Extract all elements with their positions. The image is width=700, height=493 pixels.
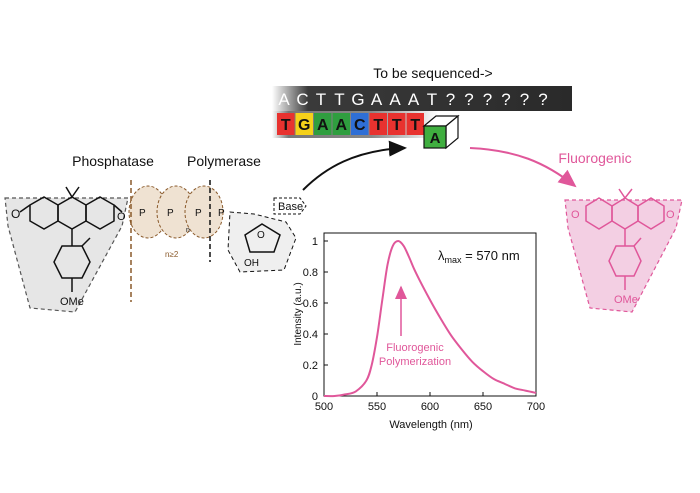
deoxyribose-sugar: O OH Base (227, 197, 307, 273)
phosphatase-label: Phosphatase (72, 153, 154, 169)
y-axis-label: Intensity (a.u.) (293, 282, 304, 345)
y-tick-label: 0.8 (303, 267, 318, 279)
synthesized-base-box (406, 113, 424, 135)
incoming-base-cube: A (422, 114, 460, 150)
y-axis-ticks: 0 0.2 0.4 0.6 0.8 1 (303, 236, 328, 403)
template-letter: A (371, 90, 383, 109)
p-atom-4: P (218, 208, 225, 219)
xanthene-core (19, 186, 123, 292)
annotation-line-2: Polymerization (379, 356, 451, 368)
incoming-base-face (423, 125, 447, 149)
incoming-base-letter: A (430, 130, 441, 147)
ome-right-label: OMe (614, 294, 638, 306)
dye-substrate-molecule: O O OMe (4, 186, 129, 313)
n-subscript: n (186, 227, 190, 234)
y-tick-label: 0.4 (303, 329, 318, 341)
emission-spectrum-chart: 500 550 600 650 700 0 0.2 0.4 0.6 0.8 1 Wavelengt… (293, 232, 545, 431)
sugar-region-highlight (227, 211, 297, 273)
product-xanthene-core (585, 188, 665, 290)
template-letter: ? (520, 90, 529, 109)
polymerase-arrow (302, 140, 407, 191)
y-tick-label: 1 (312, 236, 318, 248)
synthesized-letter: A (335, 117, 347, 134)
template-letter: ? (446, 90, 455, 109)
synthesized-base-box (314, 113, 332, 135)
synthesized-letter: C (354, 117, 366, 134)
emission-curve (323, 239, 537, 398)
synthesized-letter: T (410, 117, 420, 134)
template-letter: ? (501, 90, 510, 109)
synthesized-base-box (277, 113, 295, 135)
template-letter: G (351, 90, 364, 109)
x-tick-label: 650 (474, 401, 492, 413)
lambda-subscript: max (445, 255, 463, 265)
template-letter: A (278, 90, 290, 109)
x-axis-ticks: 500 550 600 650 700 (315, 392, 545, 413)
oh-label: OH (244, 258, 259, 269)
product-o-left: O (571, 209, 580, 221)
x-axis-label: Wavelength (nm) (389, 419, 472, 431)
p-atom-3: P (195, 208, 202, 219)
phosphate-unit-3 (184, 185, 224, 239)
p-atom-2: P (167, 208, 174, 219)
ring-o-label: O (257, 230, 265, 241)
template-letter: ? (538, 90, 547, 109)
template-letter: C (296, 90, 308, 109)
fluorogenic-label: Fluorogenic (558, 150, 631, 166)
synthesized-letter: G (298, 117, 310, 134)
y-tick-label: 0.2 (303, 360, 318, 372)
product-o-right: O (666, 209, 675, 221)
lambda-value: = 570 nm (462, 248, 520, 263)
phosphate-chain: P P P P n≥2 n (128, 180, 225, 302)
lambda-max-annotation: λmax = 570 nm (438, 248, 520, 265)
n-label: n≥2 (165, 250, 179, 259)
synthesized-base-box (351, 113, 369, 135)
synthesized-base-box (388, 113, 406, 135)
fluorogenic-arrow (469, 147, 577, 188)
template-letter: ? (483, 90, 492, 109)
lambda-symbol: λ (438, 248, 445, 263)
synthesized-base-box (295, 113, 313, 135)
sequence-label: To be sequenced-> (373, 65, 492, 81)
y-tick-label: 0 (312, 391, 318, 403)
template-letter: T (334, 90, 344, 109)
synthesized-letter: T (281, 117, 291, 134)
template-letter: A (408, 90, 420, 109)
synthesized-letter: A (317, 117, 329, 134)
base-label: Base (278, 201, 303, 213)
template-strand-bar (272, 86, 572, 111)
base-tag (273, 197, 307, 215)
ome-left-label: OMe (60, 296, 84, 308)
template-letter: A (389, 90, 401, 109)
synthesized-base-box (369, 113, 387, 135)
x-tick-label: 600 (421, 401, 439, 413)
synthesized-letter: T (373, 117, 383, 134)
annotation-line-1: Fluorogenic (386, 342, 444, 354)
template-letter: T (316, 90, 326, 109)
polymerase-label: Polymerase (187, 153, 261, 169)
x-tick-label: 500 (315, 401, 333, 413)
p-atom-1: P (139, 208, 146, 219)
dye-region-highlight (4, 197, 129, 313)
fluorescent-product-molecule: O O OMe (564, 188, 683, 313)
synthesized-letter: T (392, 117, 402, 134)
template-letter: ? (464, 90, 473, 109)
template-letter: T (427, 90, 437, 109)
carbonyl-o-label: O (11, 207, 20, 221)
x-tick-label: 700 (527, 401, 545, 413)
ether-o-label: O (117, 211, 126, 223)
y-tick-label: 0.6 (303, 298, 318, 310)
x-tick-label: 550 (368, 401, 386, 413)
synthesized-base-box (332, 113, 350, 135)
